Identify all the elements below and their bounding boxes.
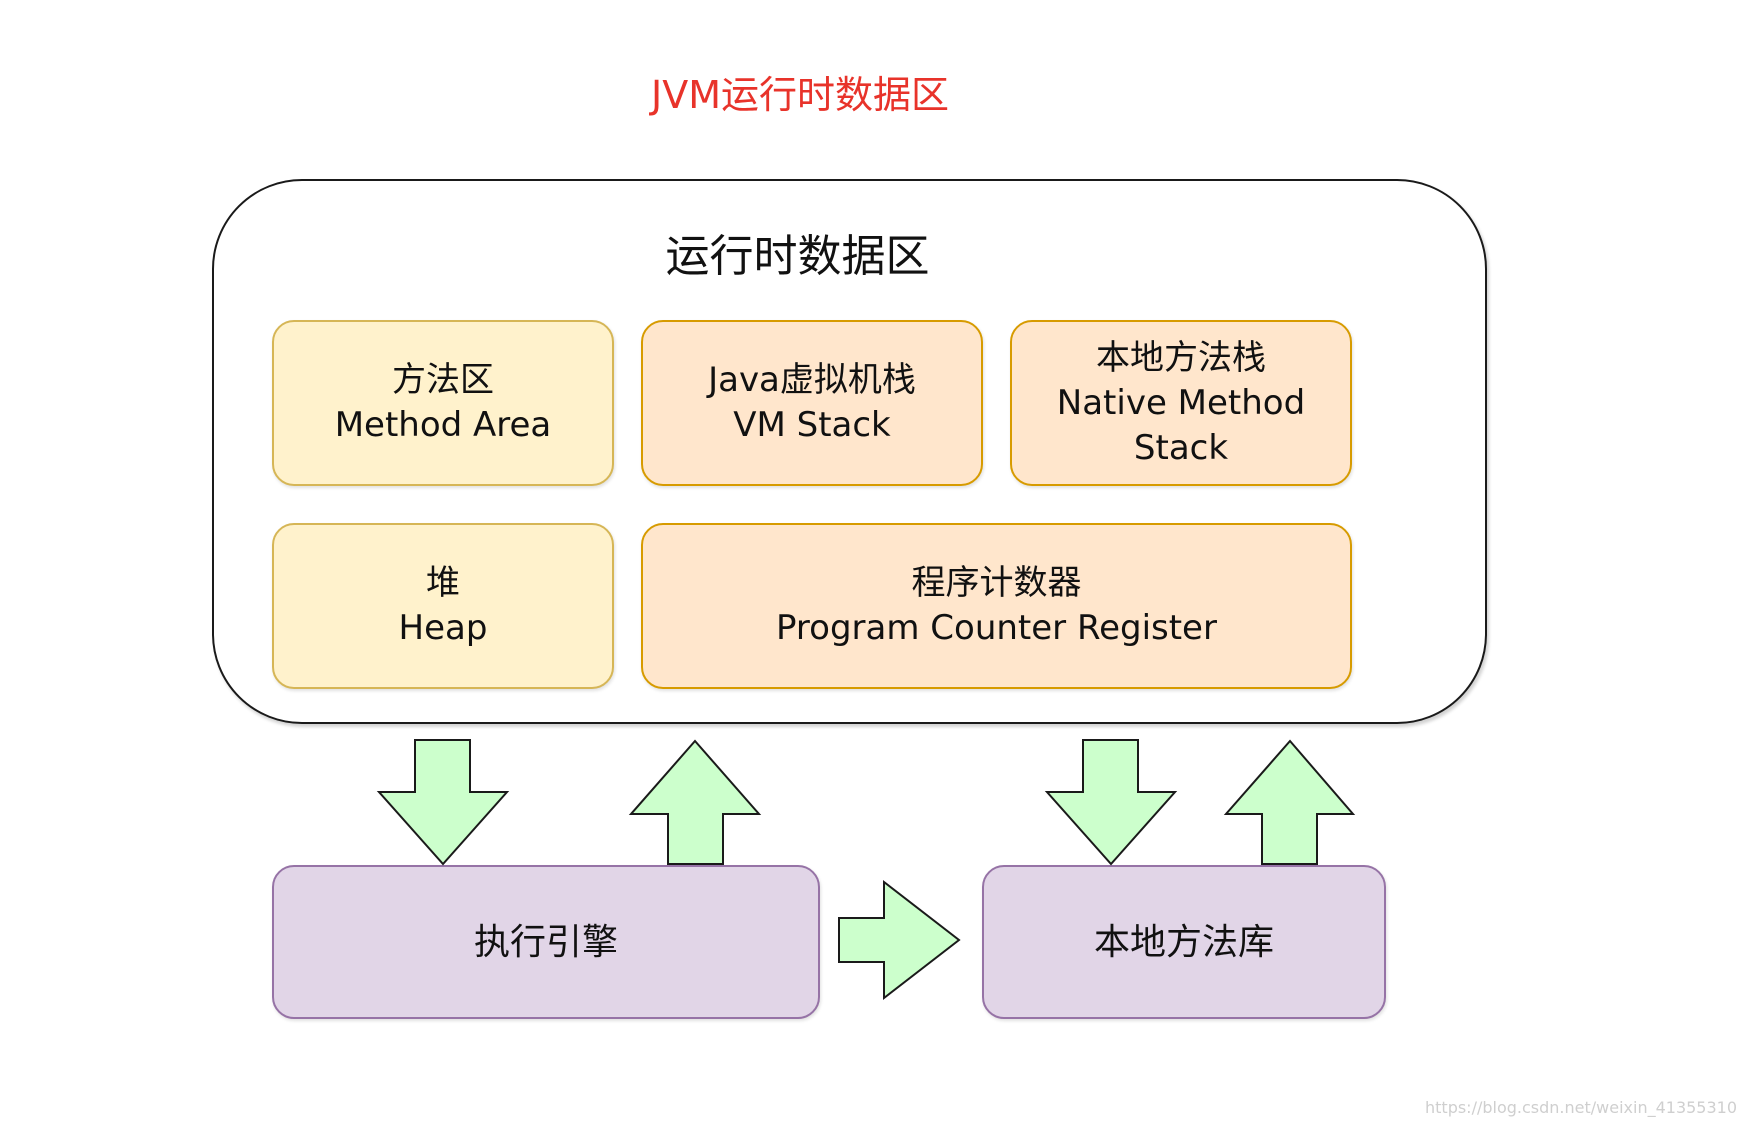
runtime-data-area-title: 运行时数据区	[665, 231, 930, 282]
native-method-stack-label-cn: 本地方法栈	[1096, 337, 1266, 378]
vm-stack-block: Java虚拟机栈 VM Stack	[641, 320, 983, 486]
runtime-to-native-library-arrow	[1044, 739, 1178, 866]
vm-stack-label-en: VM Stack	[733, 405, 891, 445]
native-method-library-label: 本地方法库	[1093, 921, 1274, 963]
heap-label-cn: 堆	[426, 563, 460, 603]
method-area-label-cn: 方法区	[392, 360, 494, 400]
program-counter-register-block: 程序计数器 Program Counter Register	[641, 523, 1352, 689]
vm-stack-label-cn: Java虚拟机栈	[708, 360, 916, 400]
execution-engine-label: 执行引擎	[473, 921, 618, 963]
native-method-stack-label-en-1: Native Method	[1056, 382, 1306, 423]
method-area-block: 方法区 Method Area	[272, 320, 614, 486]
engine-to-native-library-arrow	[838, 879, 961, 1001]
native-library-to-runtime-arrow	[1223, 739, 1356, 865]
native-method-stack-label-en-2: Stack	[1133, 427, 1229, 468]
diagram-title: JVM运行时数据区	[651, 73, 949, 117]
engine-to-runtime-arrow	[628, 739, 762, 865]
program-counter-label-en: Program Counter Register	[776, 608, 1217, 648]
native-method-library-block: 本地方法库	[982, 865, 1386, 1019]
heap-block: 堆 Heap	[272, 523, 614, 689]
native-method-stack-block: 本地方法栈 Native Method Stack	[1010, 320, 1352, 486]
runtime-to-engine-arrow	[376, 739, 510, 866]
watermark-text: https://blog.csdn.net/weixin_41355310	[1425, 1098, 1738, 1117]
execution-engine-block: 执行引擎	[272, 865, 820, 1019]
method-area-label-en: Method Area	[334, 405, 552, 445]
heap-label-en: Heap	[398, 608, 488, 648]
program-counter-label-cn: 程序计数器	[911, 563, 1082, 603]
